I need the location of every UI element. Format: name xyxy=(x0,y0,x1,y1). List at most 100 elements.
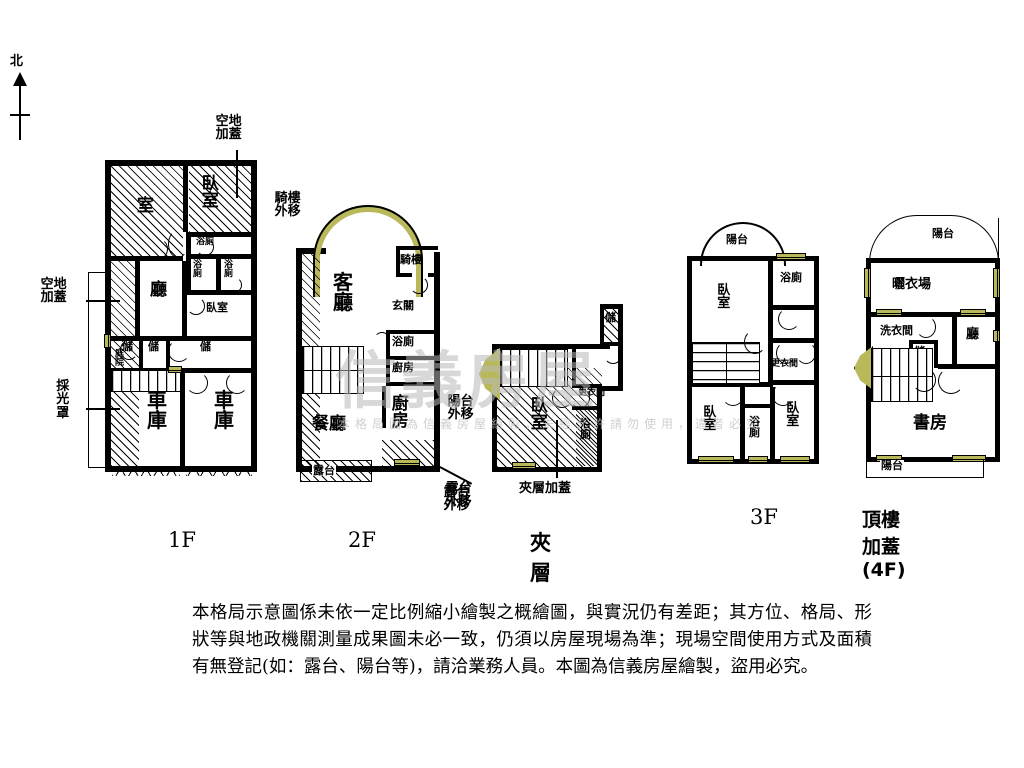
wall xyxy=(909,340,937,344)
garage-door-2 xyxy=(186,466,252,476)
door-icon xyxy=(187,297,205,315)
balcony-outline-4f-south xyxy=(866,460,984,478)
door-icon xyxy=(120,340,138,360)
area-1f-skylight-outline xyxy=(88,272,107,468)
wall xyxy=(428,273,440,277)
room-label-mezz-store: 儲 xyxy=(605,311,616,324)
window xyxy=(993,268,1000,298)
room-label-3f-bedroom-sw: 臥室 xyxy=(703,405,717,434)
wall xyxy=(216,258,221,294)
room-label-1f-living: 廳 xyxy=(150,280,167,300)
arched-bay-2f-outline xyxy=(313,205,423,297)
floor-label-4f: 頂樓加蓋(4F) xyxy=(862,509,906,581)
room-label-3f-bath-n: 浴廁 xyxy=(780,271,802,284)
wall xyxy=(296,248,326,254)
window xyxy=(698,456,734,463)
wall xyxy=(111,256,183,261)
door-icon xyxy=(168,230,188,258)
room-label-3f-bedroom-se: 臥室 xyxy=(786,401,800,430)
window xyxy=(512,462,536,469)
wall xyxy=(952,312,957,368)
wall xyxy=(600,304,623,309)
north-arrow-icon xyxy=(10,70,30,142)
disclaimer-text: 本格局示意圖係未依一定比例縮小繪製之概繪圖，與實況仍有差距；其方位、格局、形狀等… xyxy=(192,603,872,678)
wall xyxy=(773,305,814,310)
north-arrow-head xyxy=(13,72,27,86)
stairs-handrail xyxy=(871,376,933,378)
door-icon xyxy=(570,388,590,408)
room-label-1f-bath-3: 浴廁 xyxy=(224,260,234,280)
wall xyxy=(386,356,438,360)
room-label-2f-kitchen: 廚房 xyxy=(391,394,409,432)
wall xyxy=(768,256,773,382)
wall xyxy=(135,260,140,338)
wall xyxy=(105,160,257,166)
door-icon xyxy=(744,330,766,354)
wall xyxy=(770,387,775,459)
wall xyxy=(600,342,622,346)
leader-line xyxy=(556,420,558,478)
wall xyxy=(938,364,1000,369)
wall xyxy=(396,246,438,250)
wall xyxy=(186,232,191,258)
callout-2f-arcade-moved: 騎樓外移 xyxy=(274,191,301,220)
wall xyxy=(183,166,188,232)
window xyxy=(748,456,768,463)
watermark: 信義房屋 xyxy=(335,344,600,417)
room-label-4f-balcony-s: 陽台 xyxy=(880,459,904,472)
wall xyxy=(105,160,111,472)
wall xyxy=(111,336,257,341)
wall xyxy=(572,344,576,388)
door-icon xyxy=(196,238,214,256)
wall xyxy=(251,160,257,472)
wall xyxy=(866,258,1000,263)
leader-line xyxy=(86,300,120,302)
wall xyxy=(434,252,440,472)
wall xyxy=(773,338,814,343)
floor-label-1f: 1F xyxy=(168,528,196,552)
room-label-4f-drying: 曬衣場 xyxy=(892,277,932,292)
floor-label-2f: 2F xyxy=(348,528,376,552)
area-mezz-bath-hatch xyxy=(576,410,600,466)
wall xyxy=(139,336,143,370)
compass-label: 北 xyxy=(10,54,24,69)
room-label-3f-balcony: 陽台 xyxy=(726,233,748,246)
callout-1f-left-cover: 空地加蓋 xyxy=(40,277,67,306)
garage-door-1 xyxy=(112,466,180,476)
callout-mezz-balcony-moved: 陽台外移 xyxy=(447,394,474,423)
watermark-fine-print: 本格局圖為信義房屋繪製，未經允許請勿使用，違者必究 xyxy=(338,417,764,431)
floor-label-mezz: 夾層 xyxy=(530,531,551,585)
room-1f-bedroom-n xyxy=(189,166,251,232)
room-label-1f-store-2: 儲 xyxy=(148,340,159,353)
wall xyxy=(740,387,745,459)
wall xyxy=(597,386,623,391)
stairs-1f xyxy=(111,370,181,392)
wall xyxy=(687,256,819,261)
room-label-4f-study: 書房 xyxy=(913,413,947,433)
door-icon xyxy=(410,276,428,294)
door-icon xyxy=(912,368,936,392)
door-icon xyxy=(604,346,622,364)
room-label-1f-courtyard: 庭院 xyxy=(115,349,125,369)
wall xyxy=(186,232,251,237)
callout-mezz-cover: 夾層加蓋 xyxy=(519,481,572,496)
wall xyxy=(105,466,257,472)
room-label-mezz-bath: 浴廁 xyxy=(580,417,591,442)
room-label-1f-garage-1: 車庫 xyxy=(147,388,167,433)
wall xyxy=(492,344,497,472)
wall xyxy=(995,258,1000,462)
north-arrow-shaft xyxy=(19,82,21,140)
door-icon xyxy=(772,384,794,406)
door-icon xyxy=(916,316,936,338)
room-label-2f-arcade: 騎樓 xyxy=(400,253,422,266)
room-label-1f-bath-2: 浴廁 xyxy=(193,260,203,280)
wall xyxy=(296,248,302,472)
room-label-1f-bedroom-n: 臥室 xyxy=(201,174,219,212)
callout-2f-terrace-moved: 露台外移 xyxy=(443,485,470,514)
window xyxy=(876,309,902,316)
door-icon xyxy=(168,340,190,362)
callout-1f-top-cover: 空地加蓋 xyxy=(215,114,242,143)
door-icon xyxy=(374,332,390,348)
balcony-outline-4f xyxy=(869,218,999,264)
